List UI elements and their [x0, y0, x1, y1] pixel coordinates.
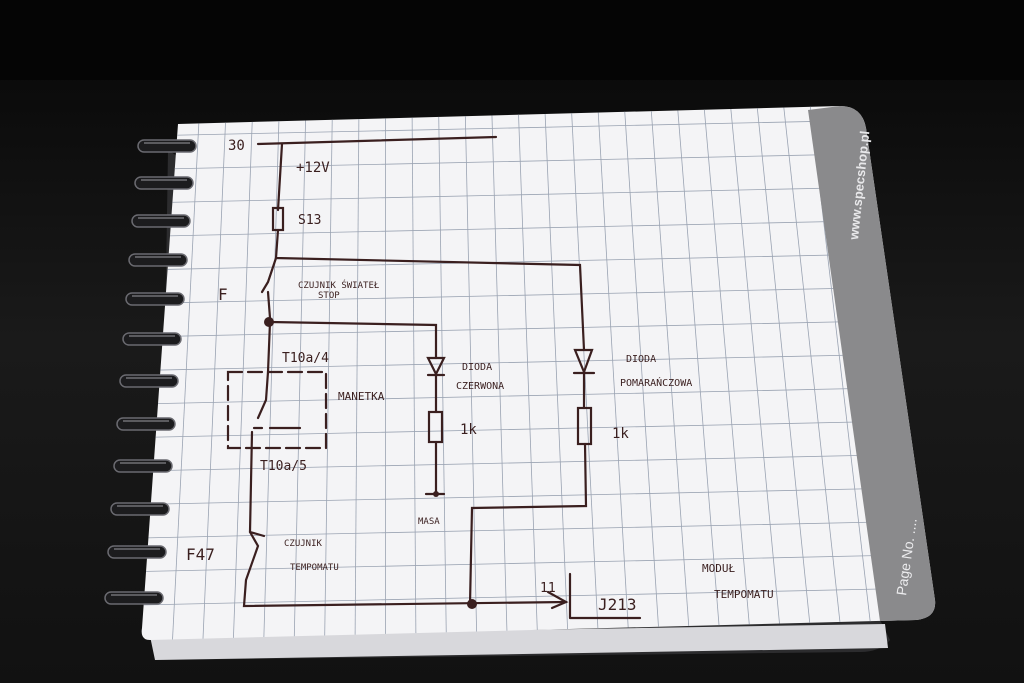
label-stop-sensor-2: STOP	[318, 291, 340, 301]
grid-vertical-line	[232, 106, 254, 640]
wire-top-branch	[274, 228, 586, 352]
spiral-ring	[110, 502, 170, 516]
label-orange-diode-2: POMARAŃCZOWA	[620, 376, 692, 389]
label-pin-11: 11	[540, 581, 556, 596]
spiral-ring	[137, 139, 197, 153]
arrow-pin-11	[546, 590, 569, 610]
notebook-page: www.specshop.pl Page No. ....	[141, 106, 936, 640]
label-j213: J213	[598, 595, 637, 614]
grid-horizontal-line	[141, 354, 881, 371]
grid-vertical-line	[263, 106, 280, 640]
label-f47: F47	[186, 545, 215, 564]
grid-horizontal-line	[141, 387, 881, 405]
label-red-diode-2: CZERWONA	[456, 381, 504, 392]
grid-vertical-line	[517, 106, 539, 640]
label-f: F	[218, 285, 228, 304]
module-j213-outline	[568, 572, 642, 620]
label-res-2: 1k	[612, 426, 629, 442]
wire-30	[256, 135, 498, 146]
spiral-ring	[104, 591, 164, 605]
grid-horizontal-line	[141, 488, 881, 505]
grid-vertical-line	[171, 106, 201, 640]
wire-main-1	[276, 142, 284, 212]
spiral-binding	[104, 139, 197, 605]
grid-horizontal-line	[141, 320, 881, 338]
grid-horizontal-line	[141, 119, 881, 137]
spiral-ring	[131, 214, 191, 228]
label-module-2: TEMPOMATU	[714, 588, 774, 601]
wire-f47	[242, 430, 568, 608]
grid-vertical-line	[729, 106, 783, 640]
label-30: 30	[228, 138, 245, 154]
switch-stop	[260, 256, 278, 320]
label-t10a4: T10a/4	[282, 351, 329, 366]
wire-red-branch	[268, 320, 438, 360]
grid-vertical-line	[464, 106, 478, 640]
spiral-ring	[113, 459, 173, 473]
desk-top-shadow	[0, 0, 1024, 80]
grid-vertical-line	[756, 106, 813, 640]
grid-horizontal-line	[141, 153, 881, 170]
page-side-band	[808, 106, 936, 621]
label-tempomat-sensor-2: TEMPOMATU	[290, 563, 339, 573]
spiral-ring	[119, 374, 179, 388]
grid-horizontal-line	[141, 253, 881, 271]
circuit-sketch	[226, 135, 642, 620]
switch-f47	[248, 530, 266, 538]
grid-vertical-line	[411, 106, 417, 640]
grid-horizontal-line	[141, 454, 881, 472]
spiral-ring	[116, 417, 176, 431]
label-tempomat-sensor-1: CZUJNIK	[284, 539, 323, 549]
junction-node	[264, 317, 274, 327]
label-manetka: MANETKA	[338, 390, 385, 403]
wire-t10a4	[266, 320, 272, 374]
junction-node	[467, 599, 477, 609]
grid-horizontal-line	[141, 555, 881, 572]
spiral-ring	[128, 253, 188, 267]
grid-horizontal-line	[141, 220, 881, 237]
grid-vertical-line	[782, 106, 844, 640]
grid-vertical-line	[354, 106, 360, 640]
spiral-ring	[125, 292, 185, 306]
manetka-switch	[252, 370, 302, 430]
label-red-diode-1: DIODA	[462, 362, 492, 373]
spiral-ring	[134, 176, 194, 190]
label-res-1: 1k	[460, 422, 477, 438]
manetka-box	[226, 370, 328, 450]
label-t10a5: T10a/5	[260, 459, 307, 474]
grid-horizontal-line	[141, 588, 881, 606]
label-12v: +12V	[296, 160, 330, 176]
label-module-1: MODUŁ	[702, 562, 735, 575]
ground-node	[433, 491, 439, 497]
grid-vertical-line	[597, 106, 630, 640]
grid-vertical-line	[676, 106, 722, 640]
grid-horizontal-line	[141, 186, 881, 204]
grid-vertical-line	[293, 106, 307, 640]
label-orange-diode-1: DIODA	[626, 354, 656, 365]
grid-vertical-line	[324, 106, 333, 640]
label-fuse: S13	[298, 213, 321, 228]
grid-vertical-line	[544, 106, 569, 640]
page-grid	[141, 106, 881, 640]
grid-vertical-line	[202, 106, 227, 640]
grid-horizontal-line	[141, 287, 881, 304]
label-masa: MASA	[418, 517, 440, 527]
grid-vertical-line	[623, 106, 661, 640]
grid-horizontal-line	[141, 421, 881, 438]
spiral-ring	[107, 545, 167, 559]
wire-to-module	[468, 442, 588, 606]
spiral-ring	[122, 332, 182, 346]
grid-vertical-line	[491, 106, 508, 640]
label-stop-sensor-1: CZUJNIK ŚWIATEŁ	[298, 279, 379, 291]
